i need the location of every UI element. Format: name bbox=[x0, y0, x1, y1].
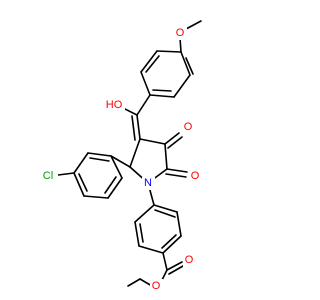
bond bbox=[162, 235, 182, 254]
bond bbox=[73, 172, 85, 197]
atom-o-ester: O bbox=[150, 279, 163, 292]
bond bbox=[164, 132, 180, 145]
atom-label: O bbox=[185, 254, 194, 266]
bond bbox=[83, 195, 109, 199]
bond bbox=[139, 138, 166, 145]
bond bbox=[156, 50, 182, 53]
bond bbox=[107, 177, 123, 199]
bond bbox=[140, 71, 151, 96]
bond bbox=[136, 114, 141, 140]
atom-label: O bbox=[176, 27, 185, 39]
bond bbox=[134, 221, 140, 247]
bond bbox=[129, 138, 141, 168]
bond bbox=[139, 223, 144, 243]
atom-label: N bbox=[144, 177, 152, 189]
bond bbox=[185, 57, 194, 75]
atom-cl: Cl bbox=[38, 169, 58, 182]
bond bbox=[127, 278, 141, 287]
bond bbox=[138, 245, 164, 254]
bond bbox=[134, 204, 155, 223]
bond bbox=[87, 152, 112, 157]
bond bbox=[161, 234, 177, 249]
bond bbox=[179, 37, 182, 53]
bond bbox=[167, 136, 183, 149]
bond bbox=[104, 176, 117, 194]
atom-label: Cl bbox=[43, 170, 53, 182]
atom-label: O bbox=[184, 121, 193, 133]
bond bbox=[131, 115, 136, 141]
bond bbox=[145, 55, 160, 73]
bond bbox=[168, 265, 184, 275]
bond bbox=[180, 51, 191, 76]
bond bbox=[73, 152, 89, 174]
bond bbox=[110, 155, 131, 168]
bond bbox=[78, 173, 88, 192]
atom-o-ester-carbonyl: O bbox=[183, 254, 196, 267]
atom-o-ketone: O bbox=[182, 121, 195, 134]
bond bbox=[122, 107, 138, 116]
bond bbox=[153, 204, 178, 213]
atom-n: N bbox=[142, 177, 155, 190]
atom-label: HO bbox=[106, 99, 123, 111]
bond bbox=[166, 261, 183, 271]
atom-label: O bbox=[191, 170, 200, 182]
bond bbox=[176, 211, 182, 237]
atom-label: O bbox=[152, 280, 161, 292]
bond bbox=[185, 20, 202, 30]
atom-o-lactam: O bbox=[188, 170, 201, 183]
bond bbox=[89, 157, 110, 162]
bond bbox=[164, 143, 168, 170]
bond bbox=[165, 173, 187, 178]
bond bbox=[57, 172, 75, 176]
bond bbox=[154, 209, 176, 218]
atom-o-methoxy: O bbox=[174, 27, 187, 40]
bond bbox=[136, 94, 151, 116]
bond bbox=[162, 252, 168, 271]
atom-oh: HO bbox=[104, 98, 125, 111]
bond bbox=[140, 50, 158, 73]
bond bbox=[173, 74, 191, 98]
bond bbox=[166, 168, 188, 173]
bond bbox=[110, 155, 123, 179]
molecule-drawing: O HO O O N Cl O O bbox=[38, 20, 202, 292]
bond bbox=[149, 94, 175, 98]
bond bbox=[152, 89, 172, 92]
structure-canvas: O HO O O N Cl O O bbox=[38, 20, 202, 292]
